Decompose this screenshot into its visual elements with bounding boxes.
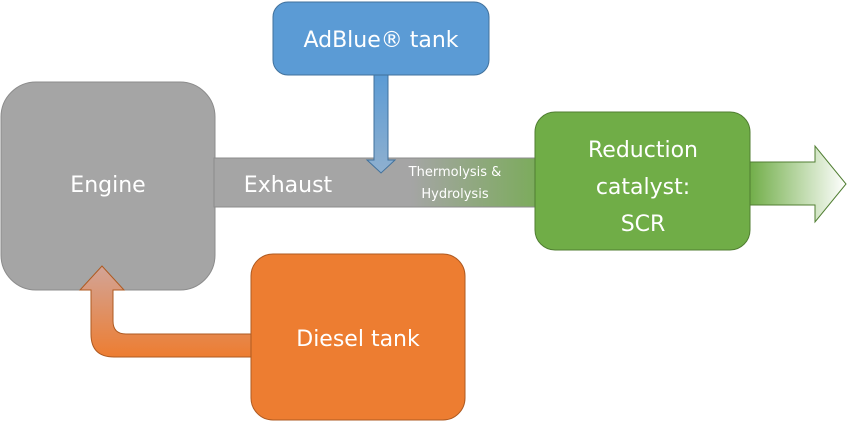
fuel-arrow [78, 265, 253, 358]
engine-label: Engine [70, 173, 145, 198]
adblue-label: AdBlue® tank [303, 28, 458, 53]
exhaust-arrow: Exhaust Thermolysis & Hydrolysis [213, 146, 573, 220]
diesel-label: Diesel tank [296, 327, 420, 352]
catalyst-label-3: SCR [621, 212, 666, 237]
adblue-node: AdBlue® tank [272, 1, 490, 174]
diesel-node: Diesel tank [78, 253, 466, 421]
process-label-2: Hydrolysis [421, 187, 488, 202]
output-arrow [748, 144, 847, 224]
catalyst-label-2: catalyst: [596, 175, 690, 200]
exhaust-label: Exhaust [244, 173, 333, 198]
engine-node: Engine [0, 81, 216, 291]
catalyst-node: Reduction catalyst: SCR [534, 111, 847, 251]
catalyst-label-1: Reduction [588, 138, 698, 163]
process-label-1: Thermolysis & [408, 165, 502, 180]
